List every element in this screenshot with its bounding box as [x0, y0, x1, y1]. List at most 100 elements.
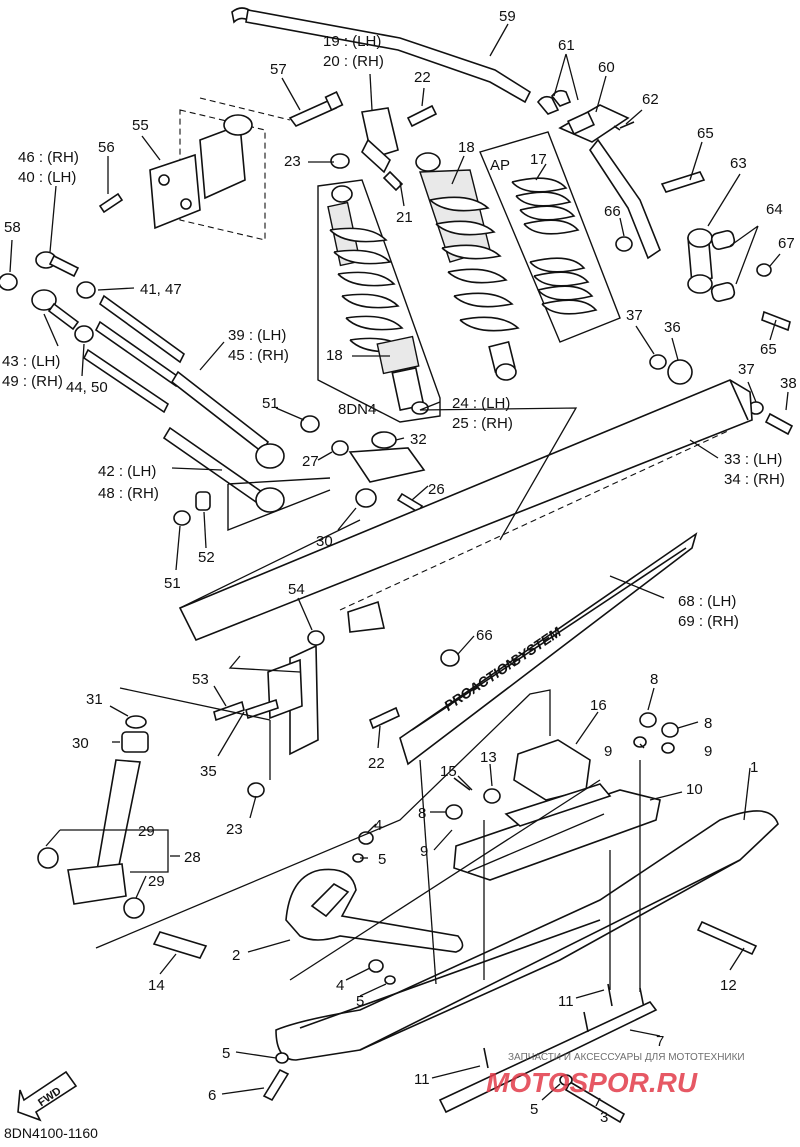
callout-66-top: 66 [604, 203, 621, 220]
callout-9-right: 9 [704, 743, 712, 760]
callout-51-top: 51 [262, 395, 279, 412]
callout-21: 21 [396, 209, 413, 226]
callout-4-top: 4 [374, 817, 382, 834]
callout-34: 34 : (RH) [724, 471, 785, 488]
callout-19: 19 : (LH) [323, 33, 381, 50]
callout-38: 38 [780, 375, 797, 392]
callout-8-right: 8 [704, 715, 712, 732]
leader-lines [9, 23, 789, 1107]
callout-63: 63 [730, 155, 747, 172]
spindle-bracket [213, 630, 460, 798]
callout-56: 56 [98, 139, 115, 156]
callout-18-left: 18 [326, 347, 343, 364]
callout-31: 31 [86, 691, 103, 708]
callout-44-50: 44, 50 [66, 379, 108, 396]
callout-33: 33 : (LH) [724, 451, 782, 468]
stabilizer-link [615, 171, 791, 332]
callout-62: 62 [642, 91, 659, 108]
callout-29-bottom: 29 [148, 873, 165, 890]
callout-10: 10 [686, 781, 703, 798]
callout-49: 49 : (RH) [2, 373, 63, 390]
callout-17: 17 [530, 151, 547, 168]
shock-absorber-left [317, 179, 441, 423]
callout-labels: 59 61 60 62 19 : (LH) 20 : (RH) 57 22 65… [2, 8, 797, 1126]
watermark-caption: ЗАПЧАСТИ И АКСЕССУАРЫ ДЛЯ МОТОТЕХНИКИ [508, 1052, 745, 1063]
callout-55: 55 [132, 117, 149, 134]
callout-6: 6 [208, 1087, 216, 1104]
shock-bracket-19 [330, 104, 438, 192]
callout-16: 16 [590, 697, 607, 714]
callout-23-bottom: 23 [226, 821, 243, 838]
callout-54: 54 [288, 581, 305, 598]
callout-53: 53 [192, 671, 209, 688]
parts-artwork: PROACTION SYSTEM [0, 7, 794, 1124]
callout-48: 48 : (RH) [98, 485, 159, 502]
callout-42: 42 : (LH) [98, 463, 156, 480]
callout-30-top: 30 [316, 533, 333, 550]
callout-13: 13 [480, 749, 497, 766]
callout-11-bottom: 11 [414, 1071, 430, 1088]
mounting-plate-55 [98, 97, 291, 241]
callout-40: 40 : (LH) [18, 169, 76, 186]
callout-32: 32 [410, 431, 427, 448]
callout-64: 64 [766, 201, 783, 218]
box-label-ap: AP [490, 157, 510, 174]
callout-8-top: 8 [650, 671, 658, 688]
callout-65-right: 65 [760, 341, 777, 358]
tie-rod-ends [0, 251, 96, 343]
callout-66-mid: 66 [476, 627, 493, 644]
callout-69: 69 : (RH) [678, 613, 739, 630]
callout-1: 1 [750, 759, 758, 776]
callout-14: 14 [148, 977, 165, 994]
callout-18-top: 18 [458, 139, 475, 156]
diagram-code: 8DN4100-1160 [4, 1125, 98, 1141]
callout-65-top: 65 [697, 125, 714, 142]
box-label-8dn4: 8DN4 [338, 401, 376, 418]
callout-5-top: 5 [378, 851, 386, 868]
ski-spindle [37, 715, 208, 959]
shock-mount-bracket [331, 431, 426, 514]
callout-43: 43 : (LH) [2, 353, 60, 370]
watermark-brand: MOTOSPOR.RU [486, 1067, 698, 1098]
callout-22-top: 22 [414, 69, 431, 86]
spring-box-ap [479, 131, 621, 343]
callout-2: 2 [232, 947, 240, 964]
callout-59: 59 [499, 8, 516, 25]
callout-30-bottom: 30 [72, 735, 89, 752]
callout-11-top: 11 [558, 993, 574, 1010]
callout-4-bottom: 4 [336, 977, 344, 994]
callout-5-bottom: 5 [530, 1101, 538, 1118]
callout-9-mid: 9 [420, 843, 428, 860]
callout-24: 24 : (LH) [452, 395, 510, 412]
callout-51-bottom: 51 [164, 575, 181, 592]
callout-41-47: 41, 47 [140, 281, 182, 298]
callout-35: 35 [200, 763, 217, 780]
callout-3: 3 [600, 1109, 608, 1126]
callout-15: 15 [440, 763, 457, 780]
callout-5-left: 5 [222, 1045, 230, 1062]
callout-25: 25 : (RH) [452, 415, 513, 432]
shock-absorber-right [415, 152, 520, 381]
radius-rods [82, 294, 331, 532]
callout-57: 57 [270, 61, 287, 78]
callout-12: 12 [720, 977, 737, 994]
callout-29-top: 29 [138, 823, 155, 840]
callout-37-right: 37 [738, 361, 755, 378]
bolt-57 [288, 91, 344, 127]
callout-46: 46 : (RH) [18, 149, 79, 166]
callout-27: 27 [302, 453, 319, 470]
callout-8-mid: 8 [418, 805, 426, 822]
callout-5-mid: 5 [356, 993, 364, 1010]
ski-saddle [352, 712, 679, 881]
callout-20: 20 : (RH) [323, 53, 384, 70]
callout-37-top: 37 [626, 307, 643, 324]
relation-lines [95, 519, 641, 992]
callout-67: 67 [778, 235, 795, 252]
ski-decal: PROACTION SYSTEM [399, 532, 698, 766]
watermark: ЗАПЧАСТИ И АКСЕССУАРЫ ДЛЯ МОТОТЕХНИКИ MO… [486, 1052, 745, 1098]
callout-28: 28 [184, 849, 201, 866]
callout-36: 36 [664, 319, 681, 336]
callout-9-left: 9 [604, 743, 612, 760]
